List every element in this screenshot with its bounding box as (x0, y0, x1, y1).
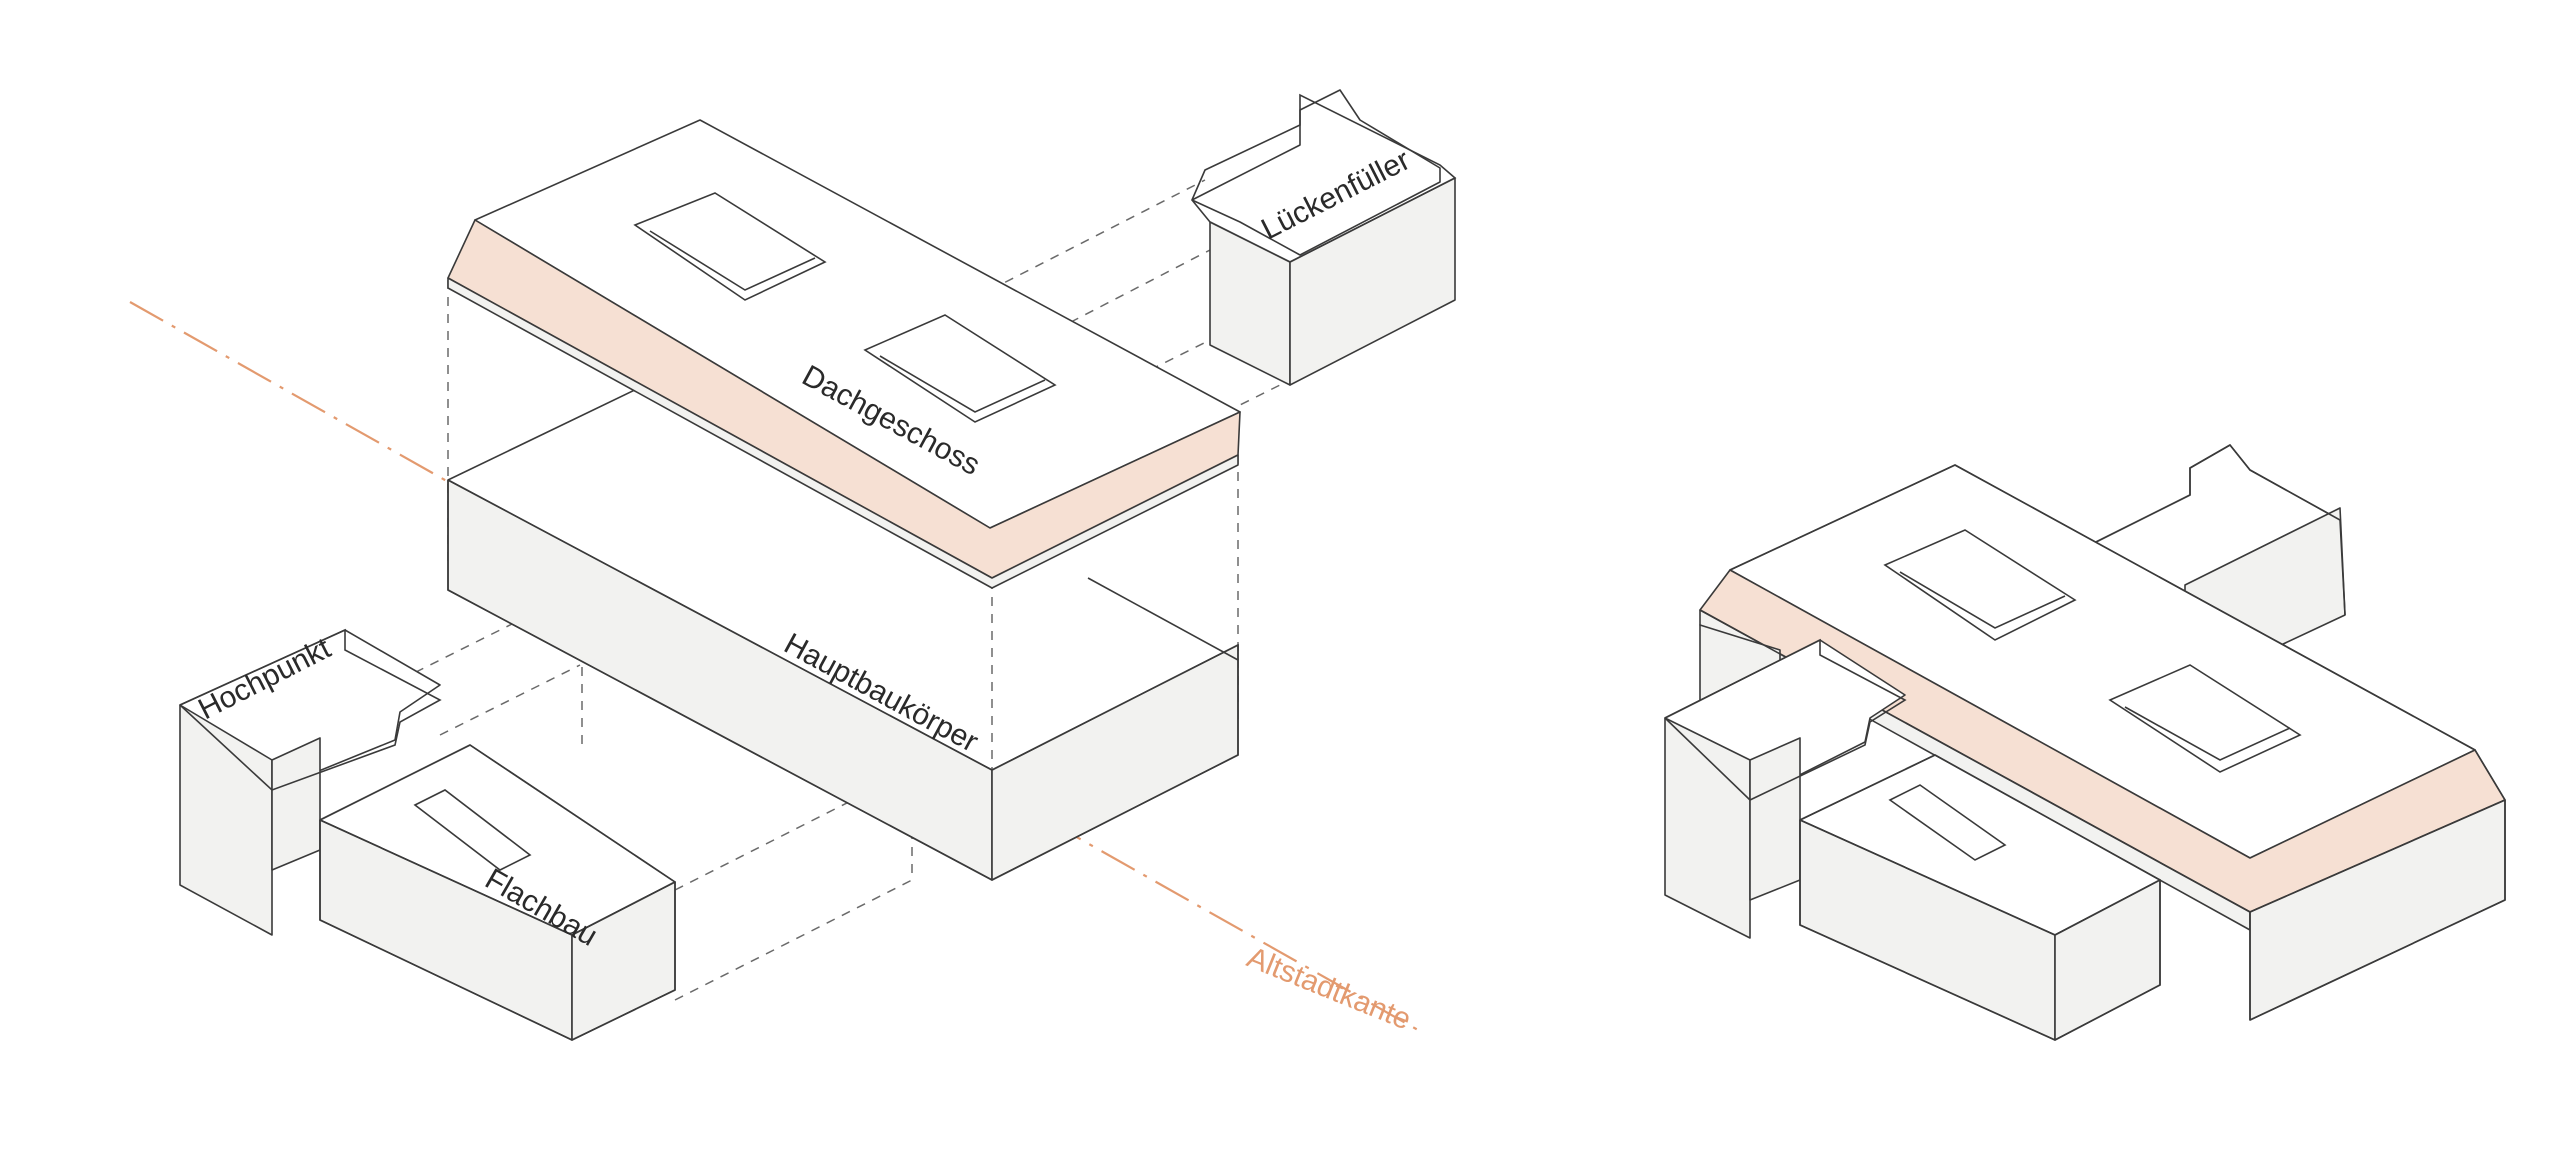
hauptbau-front-face (991, 644, 1239, 881)
hauptbaukoerper-volume (447, 384, 1239, 881)
flachbau-volume (319, 744, 676, 1041)
exploded-view: Dachgeschoss Hauptbaukörper Lückenfüller… (129, 89, 1457, 1041)
dachgeschoss-base (447, 277, 1239, 589)
lueckenfueller-volume (1191, 89, 1457, 386)
hochpunkt-volume (179, 628, 442, 936)
altstadtkante-label: Altstadtkante (1242, 941, 1415, 1037)
dachgeschoss-volume (447, 119, 1241, 589)
assembled-view (1664, 443, 2506, 1041)
